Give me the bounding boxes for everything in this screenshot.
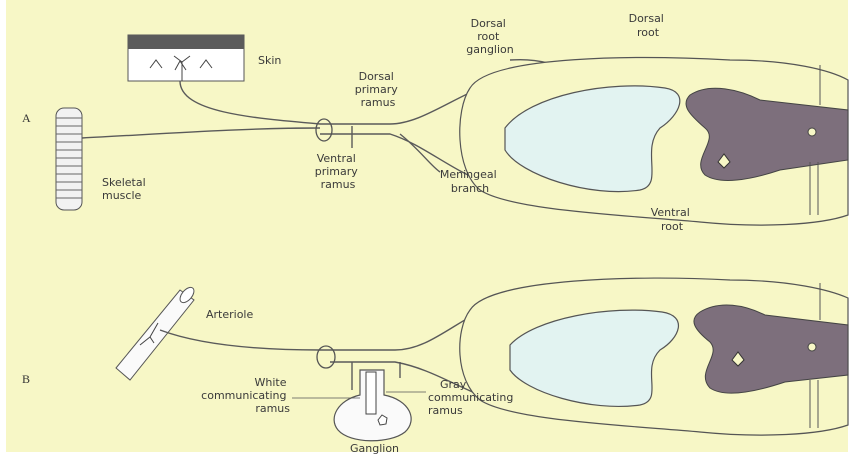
skeletal-muscle-icon: [56, 108, 82, 210]
ganglion-label: Ganglion: [350, 442, 399, 455]
panel-label-a: A: [22, 111, 31, 125]
skin-icon: [128, 35, 244, 81]
spinal-cord-b: [460, 278, 848, 435]
skin-label: Skin: [258, 54, 281, 67]
panel-label-b: B: [22, 372, 30, 386]
spinal-cord-a: [460, 58, 848, 225]
ventral-primary-ramus-label: Ventral primary ramus: [315, 152, 362, 191]
arteriole-label: Arteriole: [206, 308, 253, 321]
dorsal-primary-ramus-label: Dorsal primary ramus: [355, 70, 402, 109]
